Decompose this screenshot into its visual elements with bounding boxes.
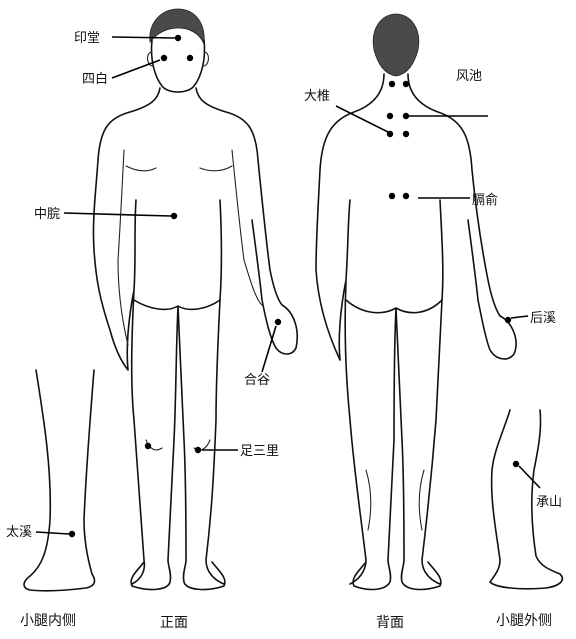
label-yintang: 印堂 [74, 31, 100, 46]
leader-houxi [511, 316, 528, 318]
label-hegu: 合谷 [244, 373, 270, 388]
front-body-figure [93, 9, 297, 589]
front-inner-arm-right [232, 150, 262, 305]
front-head [151, 40, 204, 92]
label-dazhui: 大椎 [304, 89, 330, 104]
leader-chengshan [519, 466, 540, 488]
point-sibai-left [161, 55, 167, 61]
caption-calf-outer: 小腿外侧 [496, 613, 552, 629]
front-chest-line [126, 166, 232, 171]
point-zusanli-right [195, 447, 201, 453]
label-houxi: 后溪 [530, 311, 556, 326]
point-neck-lower-right [403, 131, 409, 137]
point-hegu [275, 319, 281, 325]
label-zhongwan: 中脘 [34, 207, 60, 222]
point-labels: 印堂 四白 中脘 合谷 足三里 大椎 风池 膈俞 后溪 承山 太溪 [6, 31, 562, 540]
label-zusanli: 足三里 [240, 444, 279, 459]
point-fengchi-right [403, 113, 409, 119]
leader-lines [36, 37, 540, 534]
label-fengchi: 风池 [456, 69, 482, 84]
point-zhongwan [171, 213, 177, 219]
point-dazhui-top-left [389, 81, 395, 87]
back-hair [373, 14, 419, 76]
point-sibai-right [187, 55, 193, 61]
calf-inner-outline [24, 370, 94, 591]
label-taixi: 太溪 [6, 525, 32, 540]
point-yintang [175, 35, 181, 41]
front-inner-legs [134, 300, 220, 560]
point-dazhui-top-right [403, 81, 409, 87]
point-taixi [69, 531, 75, 537]
leader-yintang [112, 37, 175, 38]
figure-captions: 小腿内侧 正面 背面 小腿外侧 [20, 613, 552, 631]
point-geshu-left [389, 193, 395, 199]
back-body-figure [316, 14, 516, 589]
front-inner-arm-left [118, 150, 128, 345]
point-geshu-right [403, 193, 409, 199]
label-geshu: 膈俞 [472, 192, 498, 208]
back-calf-lines [366, 470, 424, 530]
front-body-outline-right [196, 88, 297, 584]
point-zusanli-left [145, 443, 151, 449]
caption-front: 正面 [160, 615, 188, 631]
front-body-outline-left [93, 88, 160, 584]
caption-back: 背面 [376, 615, 404, 631]
point-houxi [505, 317, 511, 323]
leader-zhongwan [64, 213, 171, 216]
point-chengshan [513, 461, 519, 467]
leader-sibai [112, 60, 160, 78]
back-body-outline-left [316, 74, 384, 584]
leader-taixi [36, 532, 69, 534]
leader-dazhui [336, 106, 388, 132]
back-body-outline-right [408, 74, 516, 584]
calf-inner-figure [24, 370, 94, 591]
leader-hegu [262, 326, 276, 372]
label-sibai: 四白 [82, 71, 108, 87]
point-fengchi-left [387, 113, 393, 119]
caption-calf-inner: 小腿内侧 [20, 613, 76, 629]
label-chengshan: 承山 [536, 495, 562, 510]
